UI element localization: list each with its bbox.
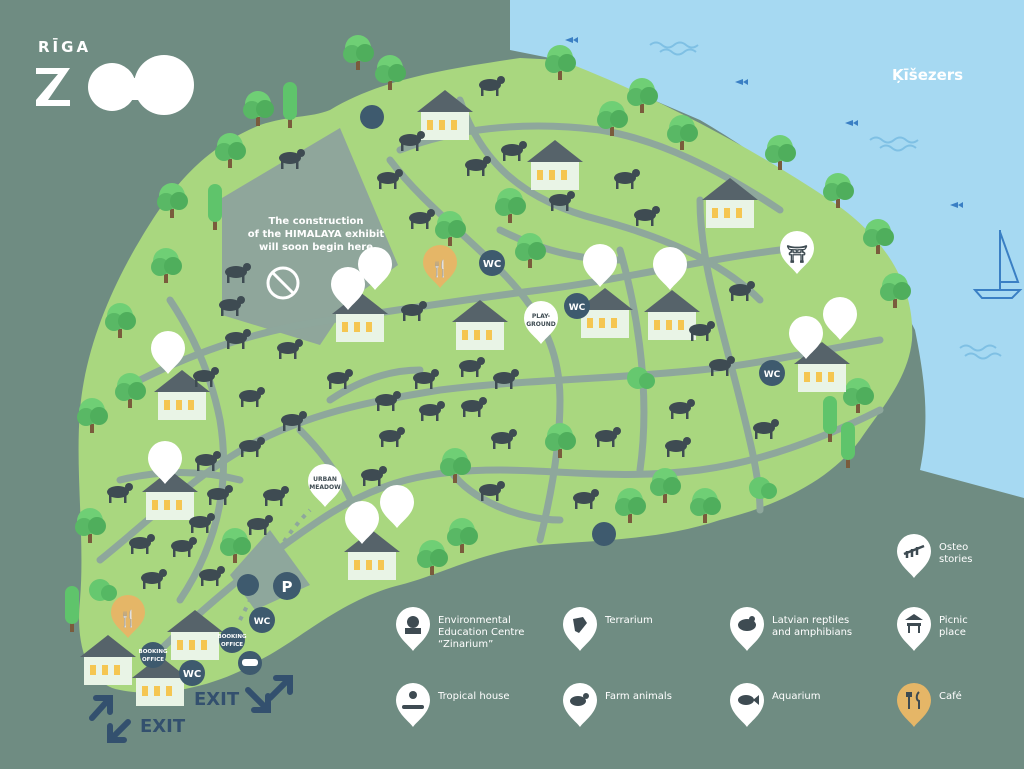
exit-markers[interactable] <box>89 675 293 743</box>
booking-office-labels: BOOKING OFFICE BOOKING OFFICE <box>139 627 247 668</box>
svg-text:WC: WC <box>764 370 781 380</box>
no-entry-icon <box>266 266 300 300</box>
svg-text:OFFICE: OFFICE <box>142 657 164 663</box>
svg-text:of the HIMALAYA exhibit: of the HIMALAYA exhibit <box>248 229 385 240</box>
svg-text:🍴: 🍴 <box>430 259 450 278</box>
svg-text:will soon begin here: will soon begin here <box>259 242 373 253</box>
svg-text:🍴: 🍴 <box>118 609 138 628</box>
lake <box>510 0 1024 498</box>
svg-text:The construction: The construction <box>268 216 363 227</box>
riga-zoo-logo: RĪGA <box>36 36 194 115</box>
legend-item-farm-animals[interactable]: Farm animals <box>563 683 672 727</box>
legend-item-cafe[interactable]: Café <box>897 683 962 727</box>
exit-label-1: EXIT <box>140 716 186 737</box>
exit-label-2: EXIT <box>194 689 240 710</box>
legend-item-aquarium[interactable]: Aquarium <box>730 683 820 727</box>
svg-text:P: P <box>282 578 293 596</box>
lake-name: Ķīšezers <box>892 66 963 84</box>
boat-icon <box>972 230 1023 299</box>
svg-text:WC: WC <box>483 259 501 270</box>
picnic-icon <box>897 607 931 651</box>
legend-item-reptiles-amphibians[interactable]: Latvian reptiles and amphibians <box>730 607 852 651</box>
legend-item-education-centre[interactable]: Environmental Education Centre “Zinarium… <box>396 607 524 651</box>
playground-label: PLAY- GROUND <box>526 313 556 328</box>
terrarium-icon <box>563 607 597 651</box>
svg-text:WC: WC <box>254 617 271 627</box>
svg-text:BOOKING: BOOKING <box>139 649 168 655</box>
svg-text:URBAN: URBAN <box>313 476 337 483</box>
legend-item-terrarium[interactable]: Terrarium <box>563 607 653 651</box>
tropical-house-icon <box>396 683 430 727</box>
svg-text:RĪGA: RĪGA <box>38 36 91 56</box>
farm-animals-icon <box>563 683 597 727</box>
aquarium-icon <box>730 683 764 727</box>
svg-text:MEADOW: MEADOW <box>309 484 341 491</box>
legend-item-osteo[interactable]: Osteo stories <box>897 534 973 578</box>
svg-text:WC: WC <box>183 669 201 680</box>
legend-item-tropical-house[interactable]: Tropical house <box>396 683 510 727</box>
cafe-icon <box>897 683 931 727</box>
svg-text:⛩: ⛩ <box>786 245 808 265</box>
education-centre-icon <box>396 607 430 651</box>
facility-icons[interactable]: WC WC WC WC WC P <box>179 105 785 686</box>
svg-text:BOOKING: BOOKING <box>218 634 247 640</box>
osteo-icon <box>897 534 931 578</box>
svg-text:WC: WC <box>569 303 586 313</box>
construction-notice: The construction of the HIMALAYA exhibit… <box>248 216 385 300</box>
legend-item-picnic[interactable]: Picnic place <box>897 607 968 651</box>
svg-text:GROUND: GROUND <box>526 321 556 328</box>
reptiles-amphibians-icon <box>730 607 764 651</box>
svg-text:OFFICE: OFFICE <box>221 642 243 648</box>
urban-meadow-label: URBAN MEADOW <box>309 476 341 491</box>
svg-text:PLAY-: PLAY- <box>532 313 551 320</box>
